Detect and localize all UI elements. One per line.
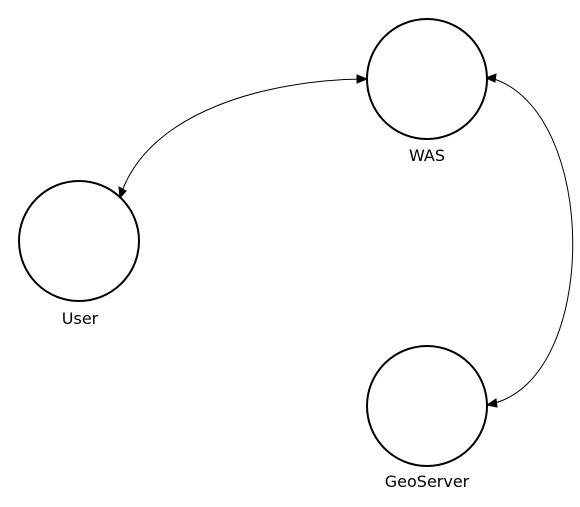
node-was-circle xyxy=(366,18,488,140)
edge-user-was-line xyxy=(120,78,364,195)
arrowhead-at-user xyxy=(118,186,127,200)
node-was-label: WAS xyxy=(408,146,446,165)
arrowhead-at-was-right xyxy=(484,73,497,83)
node-geoserver-circle xyxy=(366,345,488,467)
arrowhead-at-was xyxy=(356,74,369,84)
node-user-label: User xyxy=(61,309,99,328)
node-geoserver-label: GeoServer xyxy=(384,472,470,491)
edge-user-was xyxy=(118,74,369,200)
arrowhead-at-geoserver xyxy=(485,398,498,408)
edge-was-geoserver-line xyxy=(490,77,574,405)
edge-was-geoserver xyxy=(484,73,574,408)
node-user-circle xyxy=(18,180,140,302)
